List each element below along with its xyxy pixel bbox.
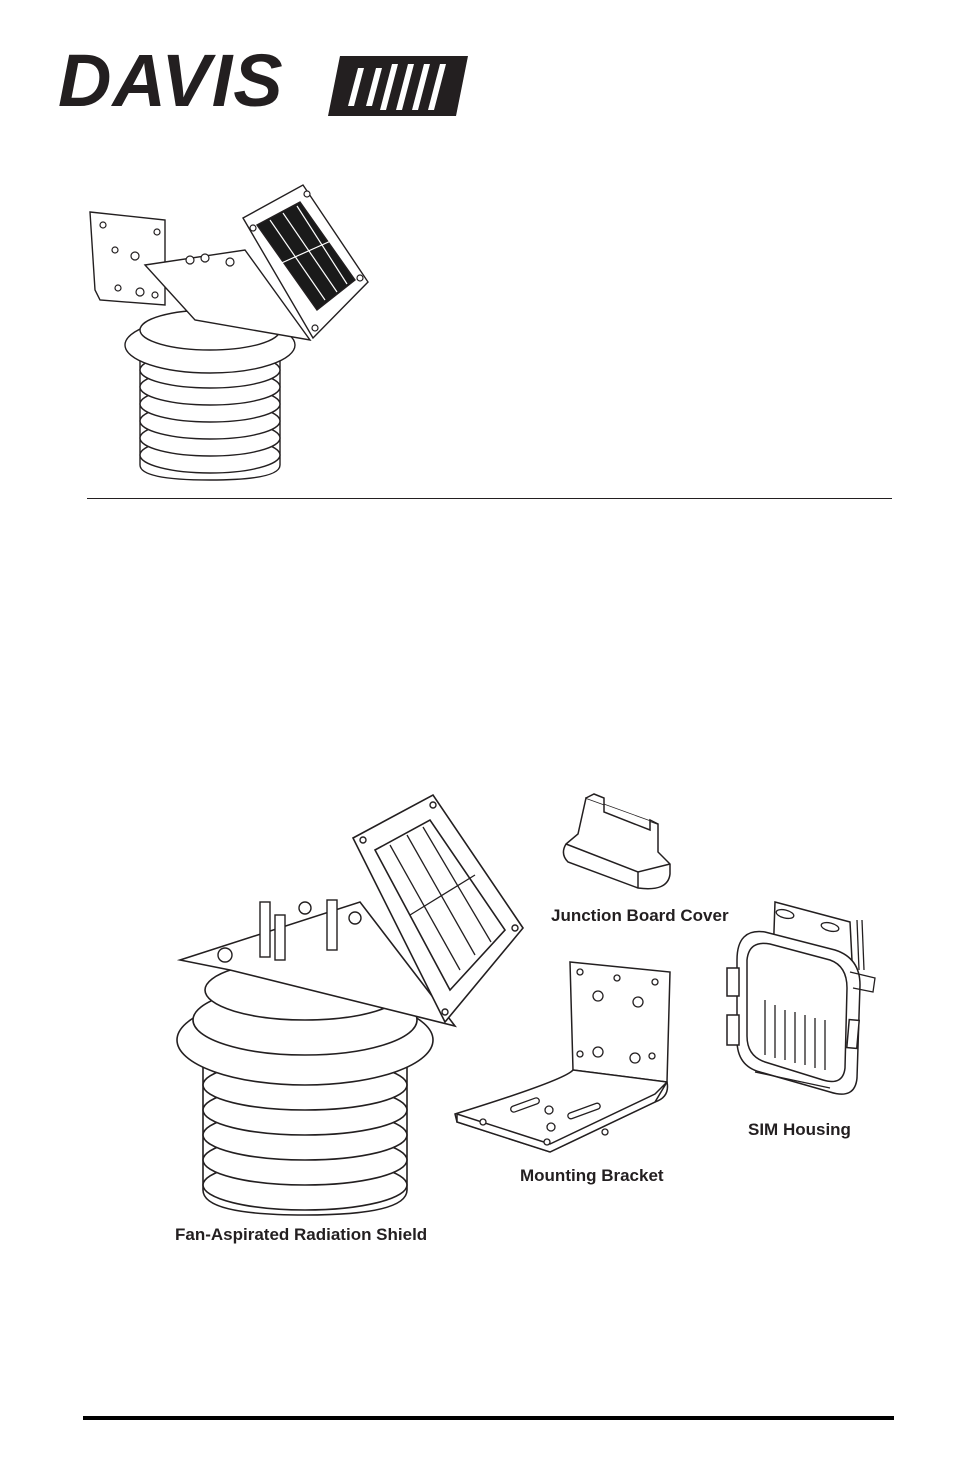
- junction-board-cover-label: Junction Board Cover: [551, 906, 729, 925]
- logo-wordmark: DAVIS: [58, 39, 284, 122]
- davis-logo: DAVIS: [58, 44, 468, 120]
- logo-flag-icon: [328, 56, 468, 116]
- fan-shield-illustration: [176, 793, 524, 1216]
- mounting-bracket-illustration: [454, 961, 671, 1153]
- sim-housing-illustration: [726, 901, 876, 1095]
- section-divider: [87, 498, 892, 499]
- top-shield-illustration: [89, 184, 369, 481]
- fan-shield-label: Fan-Aspirated Radiation Shield: [175, 1225, 428, 1244]
- sim-housing-label: SIM Housing: [748, 1120, 851, 1139]
- bottom-rule: [83, 1416, 894, 1420]
- junction-board-cover-illustration: [562, 793, 671, 890]
- mounting-bracket-label: Mounting Bracket: [520, 1166, 664, 1185]
